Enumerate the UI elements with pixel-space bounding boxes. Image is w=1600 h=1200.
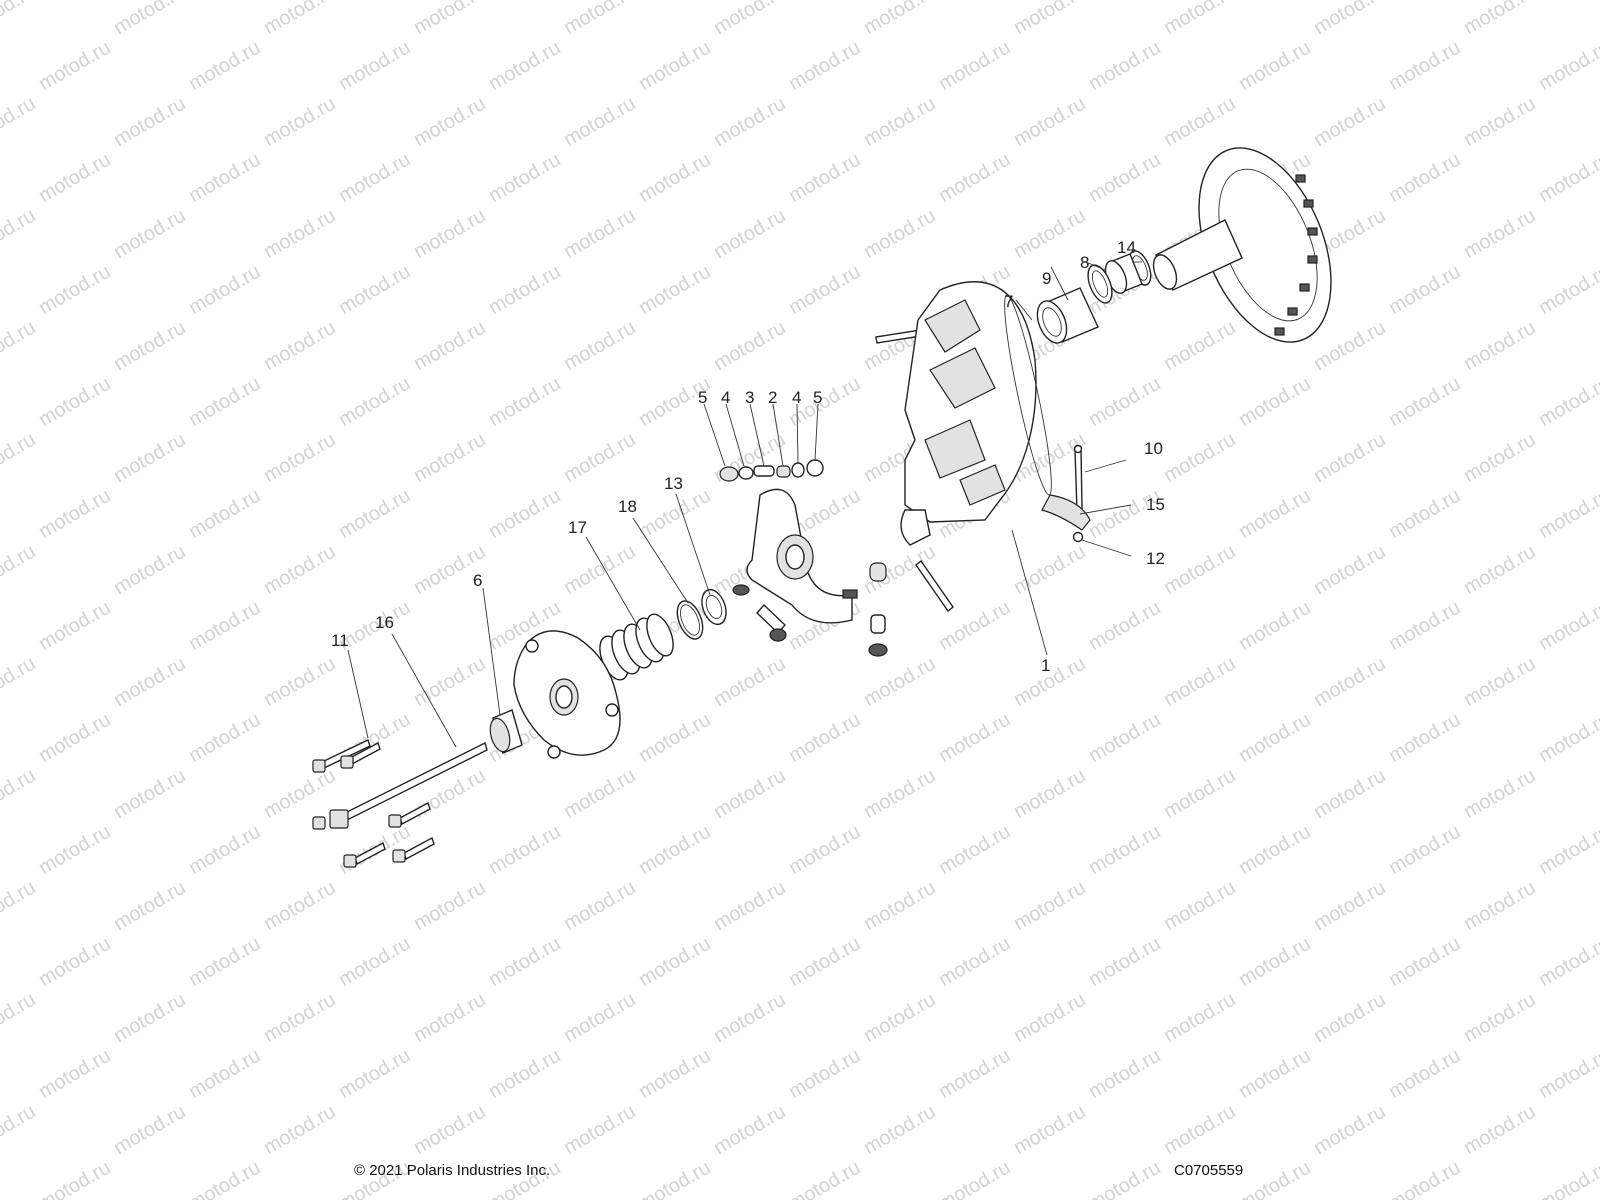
callout-6: 6 bbox=[473, 571, 482, 590]
callout-2: 2 bbox=[768, 388, 777, 407]
leader-lines bbox=[347, 261, 1142, 748]
callout-15: 15 bbox=[1146, 495, 1165, 514]
callout-5-right: 5 bbox=[813, 388, 822, 407]
callout-4-right: 4 bbox=[792, 388, 801, 407]
callout-12: 12 bbox=[1146, 549, 1165, 568]
nut-12 bbox=[1072, 531, 1084, 543]
washer-18 bbox=[676, 600, 704, 640]
ring-9 bbox=[1087, 264, 1113, 304]
hardware-row bbox=[719, 459, 824, 482]
callout-3: 3 bbox=[745, 388, 754, 407]
spider bbox=[746, 488, 858, 624]
spring-17 bbox=[599, 613, 674, 681]
callout-8: 8 bbox=[1080, 253, 1089, 272]
callout-labels: 1 2 3 4 4 5 5 6 7 8 9 10 11 12 13 14 15 … bbox=[331, 238, 1165, 675]
bolts bbox=[312, 739, 488, 868]
callout-10: 10 bbox=[1144, 439, 1163, 458]
callout-5-left: 5 bbox=[698, 388, 707, 407]
copyright-text: © 2021 Polaris Industries Inc. bbox=[354, 1162, 551, 1179]
callout-7: 7 bbox=[1004, 292, 1013, 311]
callout-16: 16 bbox=[375, 613, 394, 632]
figure-id: C0705559 bbox=[1174, 1162, 1244, 1179]
movable-sheave-housing bbox=[900, 281, 1052, 546]
weight-15 bbox=[1041, 494, 1091, 531]
callout-17: 17 bbox=[568, 518, 587, 537]
callout-11: 11 bbox=[331, 631, 349, 650]
rollers bbox=[732, 562, 888, 657]
pin-10 bbox=[1073, 444, 1083, 514]
sheave-with-shaft bbox=[1152, 147, 1332, 343]
callout-9: 9 bbox=[1042, 269, 1051, 288]
callout-14: 14 bbox=[1117, 238, 1136, 257]
bushing-7 bbox=[1036, 287, 1099, 344]
callout-13: 13 bbox=[664, 474, 683, 493]
long-pin bbox=[915, 559, 954, 613]
callout-1: 1 bbox=[1041, 656, 1050, 675]
callout-18: 18 bbox=[618, 497, 637, 516]
cover-plate bbox=[513, 630, 621, 759]
bushing-6 bbox=[489, 709, 523, 754]
callout-4-left: 4 bbox=[721, 388, 730, 407]
ring-13 bbox=[701, 588, 727, 626]
